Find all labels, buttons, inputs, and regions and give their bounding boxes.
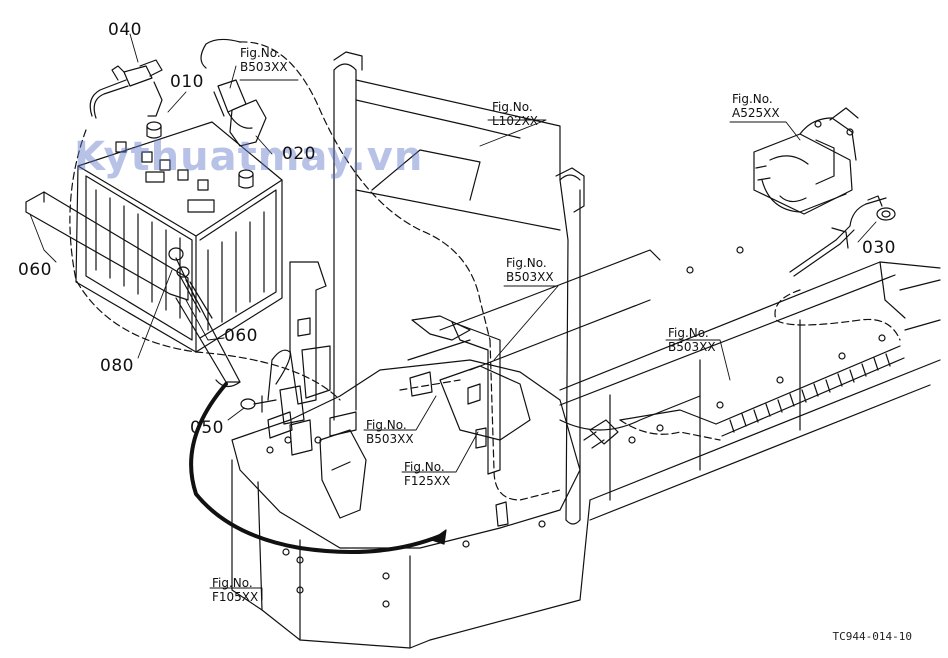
part-label-060-bar: 060 [18, 260, 52, 280]
battery [75, 121, 283, 353]
part-label-080: 080 [100, 356, 134, 376]
negative-terminal [200, 38, 267, 147]
ground-cable [189, 382, 447, 554]
fig-ref-label: Fig.No. [212, 576, 253, 590]
fig-ref-b503-right[interactable]: Fig.No. B503XX [668, 326, 716, 354]
part-label-010: 010 [170, 72, 204, 92]
fig-ref-a525[interactable]: Fig.No. A525XX [732, 92, 780, 120]
hold-down-bolt [168, 247, 201, 313]
part-label-030: 030 [862, 238, 896, 258]
chassis-frame [439, 246, 941, 521]
fig-ref-l102[interactable]: Fig.No. L102XX [492, 100, 538, 128]
harness-spring [583, 345, 905, 449]
base-plate [231, 261, 591, 649]
fig-ref-number: B503XX [668, 340, 716, 354]
fig-ref-number: B503XX [506, 270, 554, 284]
fig-ref-label: Fig.No. [240, 46, 281, 60]
fig-ref-number: L102XX [492, 114, 539, 128]
part-label-040: 040 [108, 20, 142, 40]
fig-ref-label: Fig.No. [506, 256, 547, 270]
fig-ref-number: B503XX [366, 432, 414, 446]
tube-frame [333, 51, 585, 525]
fig-ref-label: Fig.No. [668, 326, 709, 340]
fig-ref-number: F105XX [212, 590, 259, 604]
fig-ref-number: B503XX [240, 60, 288, 74]
leader-lines [29, 33, 877, 601]
fig-ref-f125[interactable]: Fig.No. F125XX [404, 460, 450, 488]
fig-ref-label: Fig.No. [732, 92, 773, 106]
fig-ref-b503-low[interactable]: Fig.No. B503XX [366, 418, 414, 446]
battery-hold-down-bar [25, 191, 241, 388]
fig-ref-number: A525XX [732, 106, 780, 120]
fig-ref-label: Fig.No. [366, 418, 407, 432]
drawing-code: TC944-014-10 [832, 630, 912, 643]
part-label-020: 020 [282, 144, 316, 164]
fig-ref-b503-mid[interactable]: Fig.No. B503XX [506, 256, 554, 284]
part-label-060-rod: 060 [224, 326, 258, 346]
starter-cable [789, 195, 896, 277]
positive-cable [89, 59, 163, 119]
starter-motor [753, 107, 859, 215]
wire-harness-routes [69, 41, 901, 501]
fig-ref-label: Fig.No. [404, 460, 445, 474]
fig-ref-label: Fig.No. [492, 100, 533, 114]
fig-ref-f105[interactable]: Fig.No. F105XX [212, 576, 258, 604]
fig-ref-number: F125XX [404, 474, 451, 488]
ground-bolt [240, 349, 291, 413]
watermark: Kythuatmay.vn [74, 134, 424, 180]
part-label-050: 050 [190, 418, 224, 438]
fig-ref-b503-top[interactable]: Fig.No. B503XX [240, 46, 288, 74]
